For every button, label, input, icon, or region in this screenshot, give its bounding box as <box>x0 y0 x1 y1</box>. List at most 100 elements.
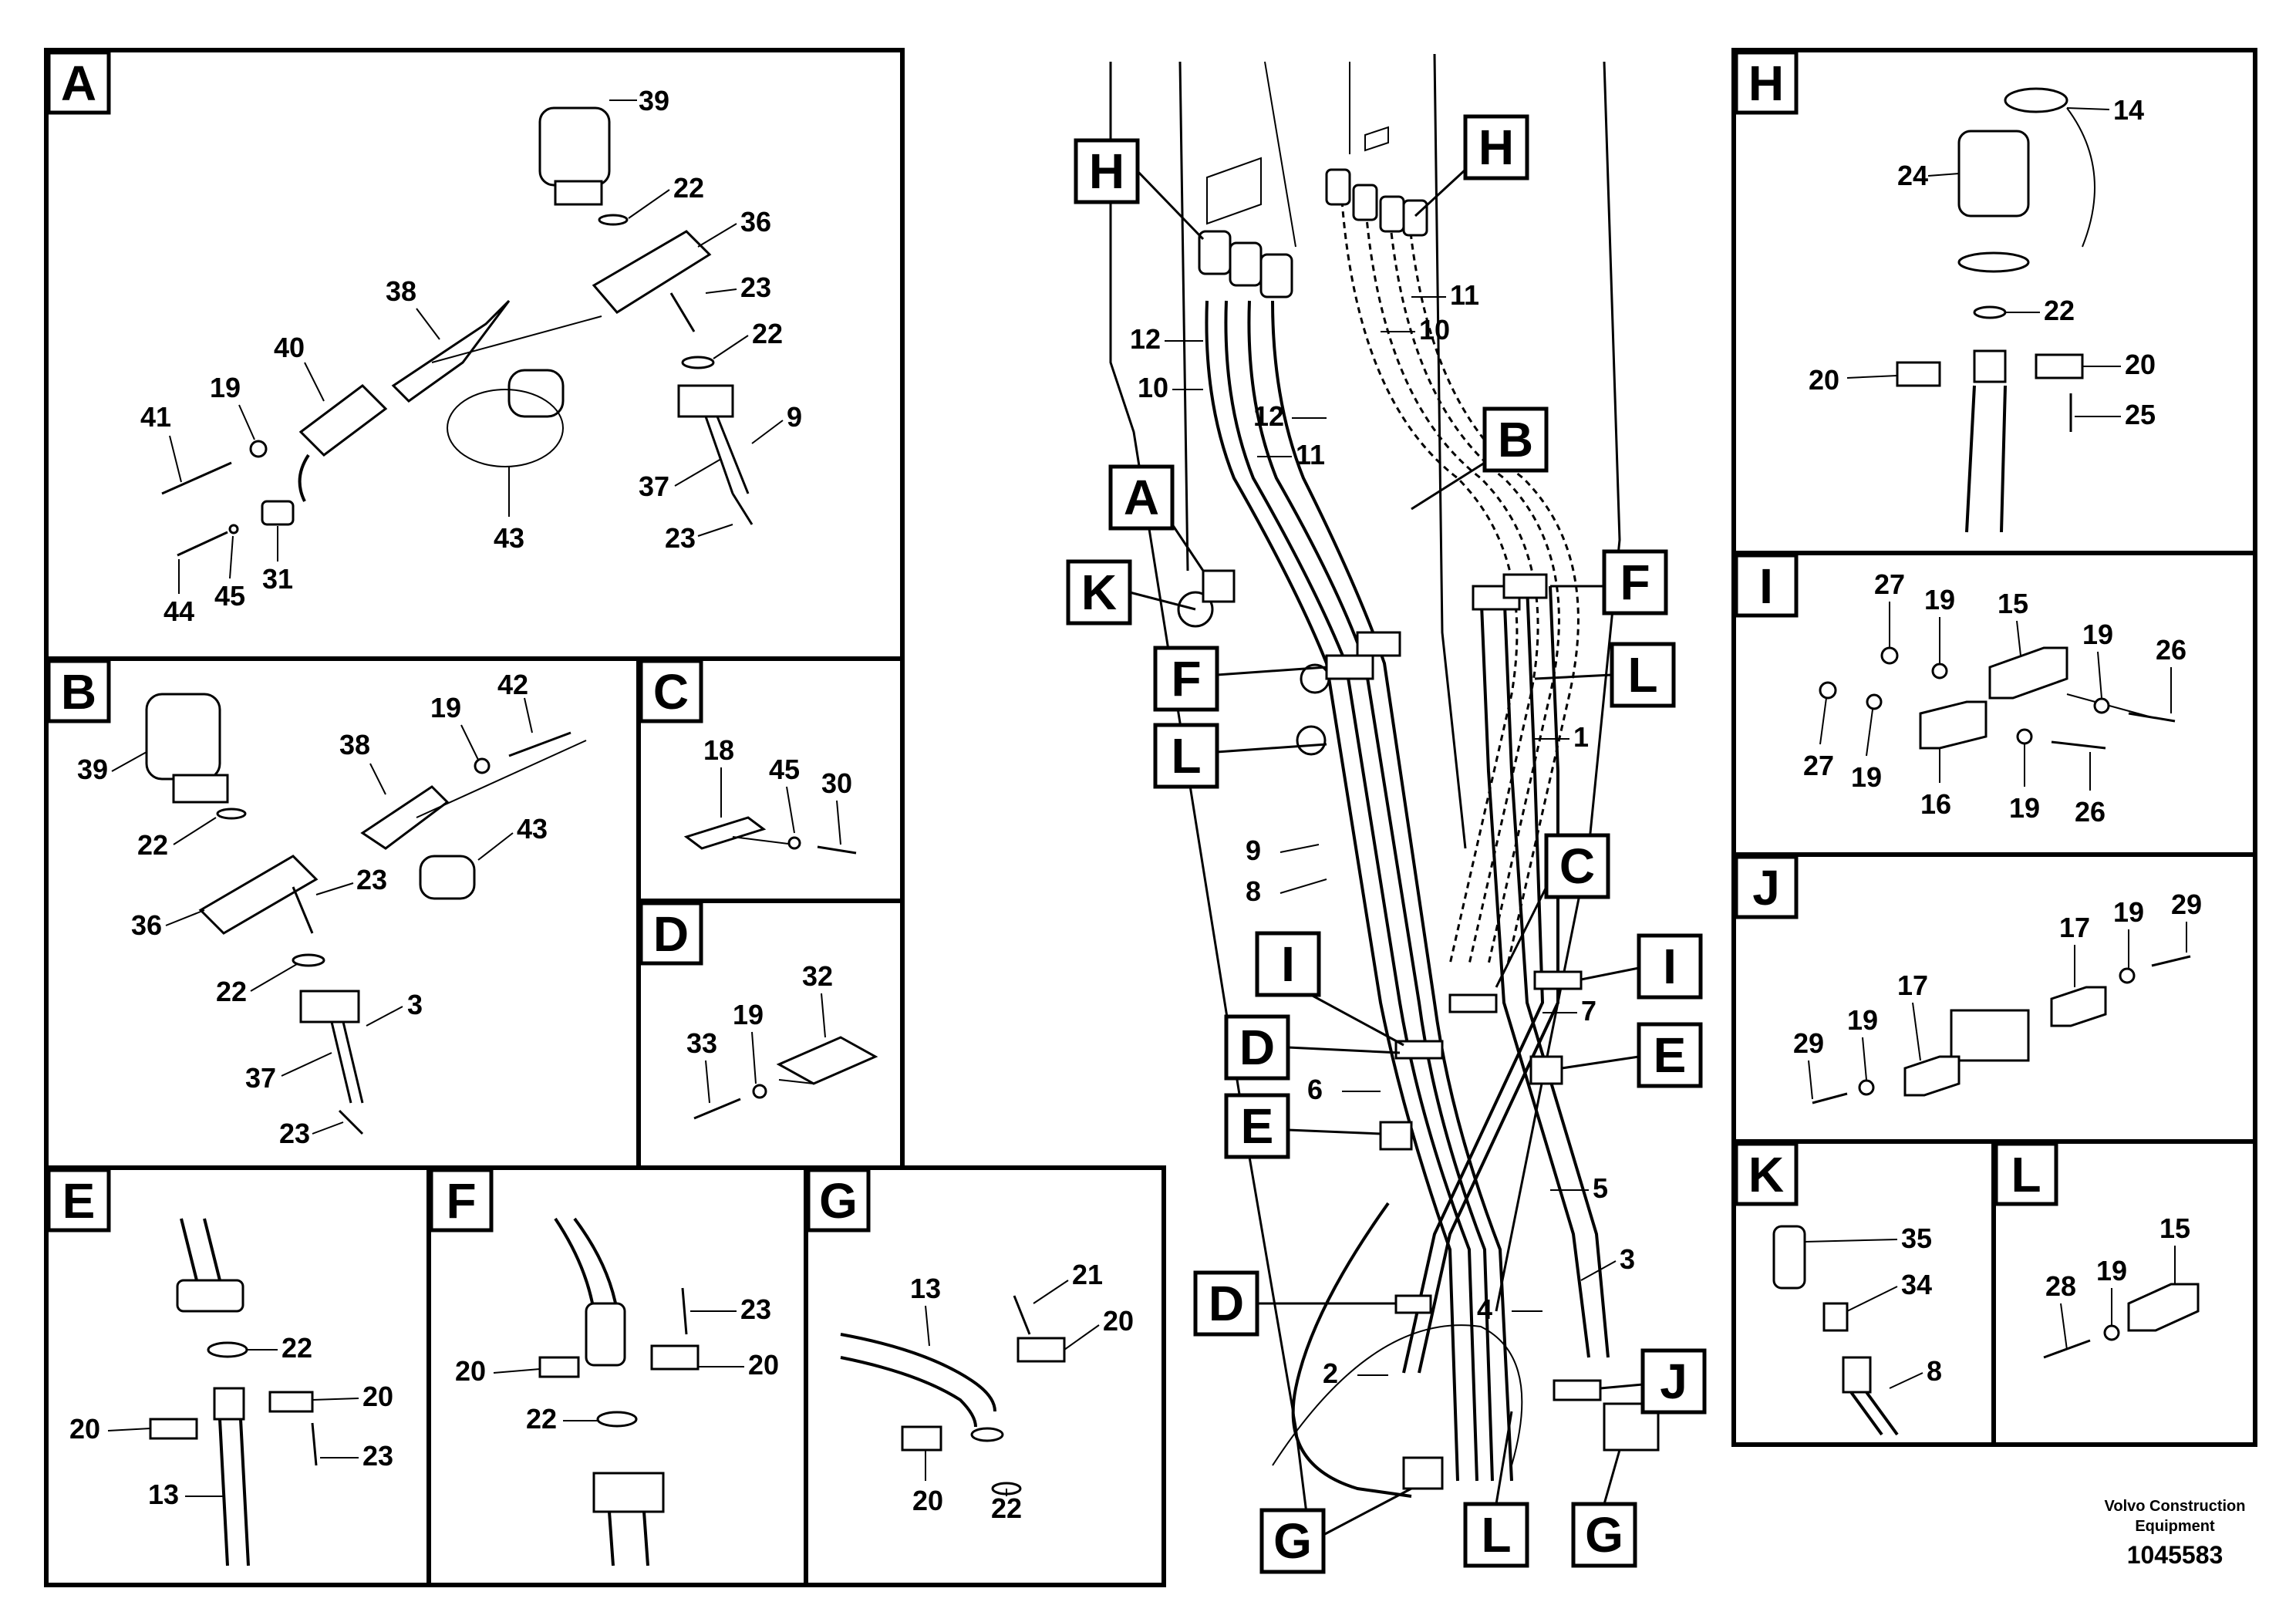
callouts-panel-h: 14 24 22 20 20 25 <box>1809 94 2156 430</box>
svg-text:22: 22 <box>2044 295 2075 326</box>
svg-text:31: 31 <box>262 563 293 595</box>
svg-text:39: 39 <box>77 754 108 785</box>
svg-text:13: 13 <box>910 1273 941 1304</box>
svg-text:36: 36 <box>740 206 771 238</box>
main-tag-a: A <box>1108 464 1205 572</box>
svg-text:5: 5 <box>1593 1172 1608 1204</box>
svg-text:A: A <box>1124 470 1159 525</box>
svg-text:20: 20 <box>1103 1305 1134 1337</box>
svg-text:19: 19 <box>2113 896 2144 928</box>
svg-text:9: 9 <box>787 401 802 433</box>
main-tag-l-bottom: L <box>1463 1411 1529 1568</box>
svg-text:3: 3 <box>1620 1243 1635 1275</box>
panel-letter-d: D <box>639 901 703 966</box>
panel-b <box>44 656 641 1170</box>
svg-text:34: 34 <box>1901 1269 1932 1300</box>
svg-text:19: 19 <box>1847 1004 1878 1036</box>
svg-text:E: E <box>1241 1098 1274 1154</box>
svg-text:15: 15 <box>2159 1212 2190 1244</box>
svg-text:30: 30 <box>821 767 852 799</box>
panel-g <box>804 1165 1166 1587</box>
svg-text:H: H <box>1748 56 1784 111</box>
panel-d-parts <box>693 1036 878 1120</box>
panel-j <box>1731 852 2257 1144</box>
panel-j-parts <box>1812 955 2191 1104</box>
main-tag-i-right: I <box>1580 933 1703 1000</box>
svg-text:19: 19 <box>2082 619 2113 650</box>
main-tag-g-right: G <box>1571 1449 1637 1568</box>
svg-text:23: 23 <box>740 1293 771 1325</box>
callouts-panel-l: 15 28 19 <box>2045 1212 2190 1351</box>
svg-text:G: G <box>1273 1513 1312 1569</box>
panel-letter-g: G <box>806 1168 871 1233</box>
main-tag-j: J <box>1600 1348 1707 1415</box>
svg-text:22: 22 <box>752 318 783 349</box>
panel-c-parts <box>683 816 857 855</box>
svg-text:23: 23 <box>665 522 696 554</box>
panel-h-parts <box>1896 87 2095 533</box>
svg-text:20: 20 <box>912 1485 943 1516</box>
panel-letter-b: B <box>46 659 111 723</box>
svg-text:36: 36 <box>131 909 162 941</box>
svg-text:32: 32 <box>802 960 833 992</box>
svg-text:37: 37 <box>245 1062 276 1094</box>
svg-text:F: F <box>1171 651 1201 706</box>
svg-text:9: 9 <box>1246 835 1261 866</box>
svg-text:20: 20 <box>1809 364 1839 396</box>
svg-text:J: J <box>1752 860 1780 916</box>
main-tag-e-left: E <box>1224 1093 1381 1159</box>
svg-text:43: 43 <box>517 813 548 845</box>
main-tag-h-left: H <box>1074 138 1205 241</box>
panel-a <box>44 48 905 661</box>
svg-text:22: 22 <box>216 976 247 1007</box>
panel-i-parts <box>1819 646 2176 750</box>
svg-text:D: D <box>1209 1276 1244 1331</box>
callouts-panel-b: 39 19 42 38 22 43 23 36 22 3 37 23 <box>77 669 548 1149</box>
svg-text:L: L <box>1171 728 1201 784</box>
svg-text:K: K <box>1081 565 1117 620</box>
panel-a-parts <box>161 106 754 557</box>
svg-text:38: 38 <box>339 729 370 760</box>
callouts-panel-c: 18 45 30 <box>703 734 852 845</box>
svg-text:17: 17 <box>2059 912 2090 943</box>
callouts-panel-k: 35 34 8 <box>1804 1222 1942 1389</box>
panel-letter-l: L <box>1994 1141 2058 1206</box>
brand-text: Volvo Construction Equipment <box>2082 1496 2267 1536</box>
svg-text:26: 26 <box>2156 634 2186 666</box>
svg-text:35: 35 <box>1901 1222 1932 1254</box>
callouts-panel-f: 23 20 20 22 <box>455 1293 779 1435</box>
svg-text:42: 42 <box>497 669 528 700</box>
main-tag-k: K <box>1066 559 1196 626</box>
svg-text:41: 41 <box>140 401 171 433</box>
svg-text:20: 20 <box>455 1355 486 1387</box>
panel-f <box>426 1165 808 1587</box>
svg-text:15: 15 <box>1998 588 2028 619</box>
svg-text:B: B <box>61 664 96 720</box>
svg-text:27: 27 <box>1874 568 1905 600</box>
main-tag-b: B <box>1411 406 1549 511</box>
svg-text:26: 26 <box>2075 796 2106 828</box>
svg-text:24: 24 <box>1897 160 1928 191</box>
svg-text:13: 13 <box>148 1479 179 1510</box>
svg-text:19: 19 <box>733 999 764 1030</box>
svg-text:16: 16 <box>1920 788 1951 820</box>
svg-text:8: 8 <box>1927 1355 1942 1387</box>
svg-text:19: 19 <box>210 372 241 403</box>
panel-letter-k: K <box>1734 1141 1799 1206</box>
svg-text:20: 20 <box>69 1413 100 1445</box>
svg-text:10: 10 <box>1419 314 1450 346</box>
svg-text:22: 22 <box>137 829 168 861</box>
svg-text:C: C <box>653 664 689 720</box>
svg-text:22: 22 <box>991 1492 1022 1524</box>
svg-text:D: D <box>1239 1020 1275 1075</box>
svg-text:20: 20 <box>2125 349 2156 380</box>
svg-text:19: 19 <box>430 692 461 723</box>
main-tag-f-left: F <box>1153 646 1327 712</box>
svg-text:45: 45 <box>769 754 800 785</box>
svg-text:I: I <box>1663 939 1677 994</box>
drawing-number: 1045583 <box>2126 1541 2224 1569</box>
svg-text:11: 11 <box>1296 439 1325 470</box>
svg-text:H: H <box>1089 143 1124 199</box>
svg-text:17: 17 <box>1897 969 1928 1001</box>
svg-text:E: E <box>62 1173 96 1229</box>
